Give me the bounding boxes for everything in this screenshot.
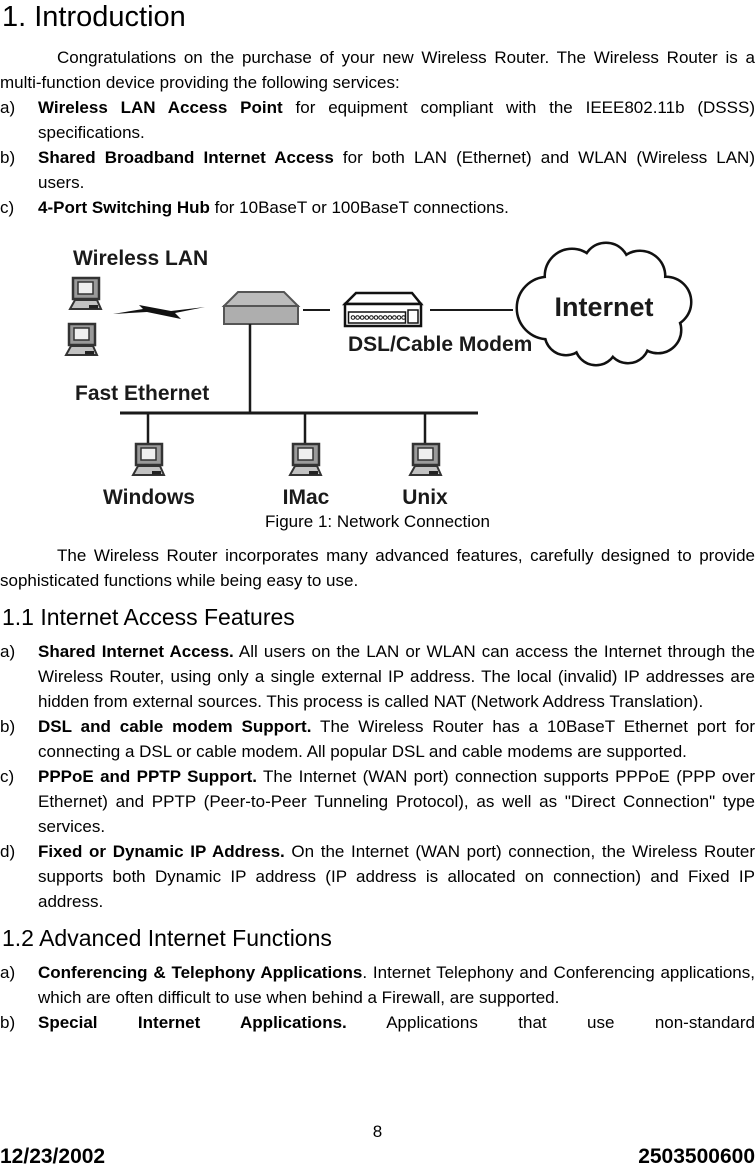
item-bold-lead: Conferencing & Telephony Applications [38, 963, 363, 982]
list-item: b) DSL and cable modem Support. The Wire… [0, 714, 755, 764]
item-text: The Internet (WAN port) connection suppo… [38, 767, 755, 836]
section-heading-1-1: 1.1 Internet Access Features [2, 604, 295, 630]
item-text: for 10BaseT or 100BaseT connections. [209, 198, 509, 217]
item-bold-lead: Shared Internet Access. [38, 642, 234, 661]
item-text: . Internet Telephony and Conferencing ap… [38, 963, 755, 1007]
laptop-icon [68, 276, 103, 311]
desktop-icon [288, 442, 323, 477]
item-bold-lead: DSL and cable modem Support. [38, 717, 312, 736]
section-heading-1-2: 1.2 Advanced Internet Functions [2, 925, 332, 951]
network-connection-figure: Wireless LAN Fast Ethernet [64, 241, 693, 509]
list-marker: a) [0, 98, 16, 117]
list-item-body: Fixed or Dynamic IP Address. On the Inte… [38, 839, 755, 914]
list-item: c) PPPoE and PPTP Support. The Internet … [0, 764, 755, 839]
list-marker: a) [0, 963, 16, 982]
fast-ethernet-label: Fast Ethernet [75, 382, 209, 405]
page-footer: 12/23/2002 2503500600 [0, 1145, 755, 1168]
item-text: On the Internet (WAN port) connection, t… [38, 842, 755, 911]
item-bold-lead: 4-Port Switching Hub [38, 198, 210, 217]
item-bold-lead: Shared Broadband Internet Access [38, 148, 334, 167]
windows-label: Windows [103, 486, 195, 509]
figure-caption: Figure 1: Network Connection [265, 512, 490, 531]
list-item: b) Special Internet Applications. Applic… [0, 1010, 755, 1035]
modem-label: DSL/Cable Modem [348, 333, 532, 356]
intro-list: a) Wireless LAN Access Point for equipme… [0, 95, 755, 220]
item-bold-lead: Fixed or Dynamic IP Address. [38, 842, 285, 861]
item-text: Applications that use non-standard [346, 1013, 755, 1032]
internet-cloud: Internet [515, 241, 693, 367]
list-item: a) Conferencing & Telephony Applications… [0, 960, 755, 1010]
router-icon [221, 291, 301, 325]
item-text: for equipment compliant with the IEEE802… [38, 98, 755, 142]
list-marker: b) [0, 717, 16, 736]
list-item-body: Wireless LAN Access Point for equipment … [38, 95, 755, 145]
list-item: b) Shared Broadband Internet Access for … [0, 145, 755, 195]
list-item-body: Shared Broadband Internet Access for bot… [38, 145, 755, 195]
intro-paragraph: Congratulations on the purchase of your … [0, 48, 755, 92]
list-item-body: Special Internet Applications. Applicati… [38, 1010, 755, 1035]
footer-doc-number: 2503500600 [638, 1145, 755, 1168]
modem-icon [341, 291, 424, 328]
features-paragraph: The Wireless Router incorporates many ad… [0, 546, 755, 590]
list-marker: c) [0, 198, 15, 217]
lightning-bolt-icon [113, 305, 205, 319]
internet-access-features-list: a) Shared Internet Access. All users on … [0, 639, 755, 914]
list-item-body: Conferencing & Telephony Applications. I… [38, 960, 755, 1010]
chapter-heading: 1. Introduction [2, 1, 186, 33]
item-bold-lead: Special Internet Applications. [38, 1013, 347, 1032]
list-marker: d) [0, 842, 16, 861]
list-item-body: 4-Port Switching Hub for 10BaseT or 100B… [38, 195, 755, 220]
item-text: The Wireless Router has a 10BaseT Ethern… [38, 717, 755, 761]
laptop-icon [64, 322, 99, 357]
unix-label: Unix [402, 486, 448, 509]
item-bold-lead: PPPoE and PPTP Support. [38, 767, 257, 786]
list-item: d) Fixed or Dynamic IP Address. On the I… [0, 839, 755, 914]
page-number: 8 [372, 1122, 383, 1141]
item-text: All users on the LAN or WLAN can access … [38, 642, 755, 711]
desktop-icon [408, 442, 443, 477]
list-marker: b) [0, 1013, 16, 1032]
wireless-lan-label: Wireless LAN [73, 247, 208, 270]
list-item-body: Shared Internet Access. All users on the… [38, 639, 755, 714]
item-text: for both LAN (Ethernet) and WLAN (Wirele… [38, 148, 755, 192]
desktop-icon [131, 442, 166, 477]
imac-label: IMac [283, 486, 330, 509]
advanced-internet-functions-list: a) Conferencing & Telephony Applications… [0, 960, 755, 1035]
item-bold-lead: Wireless LAN Access Point [38, 98, 283, 117]
list-marker: c) [0, 767, 15, 786]
list-item-body: DSL and cable modem Support. The Wireles… [38, 714, 755, 764]
internet-label: Internet [554, 292, 653, 322]
list-item: a) Shared Internet Access. All users on … [0, 639, 755, 714]
list-item: a) Wireless LAN Access Point for equipme… [0, 95, 755, 145]
list-marker: a) [0, 642, 16, 661]
list-item-body: PPPoE and PPTP Support. The Internet (WA… [38, 764, 755, 839]
footer-date: 12/23/2002 [0, 1145, 106, 1168]
list-marker: b) [0, 148, 16, 167]
list-item: c) 4-Port Switching Hub for 10BaseT or 1… [0, 195, 755, 220]
